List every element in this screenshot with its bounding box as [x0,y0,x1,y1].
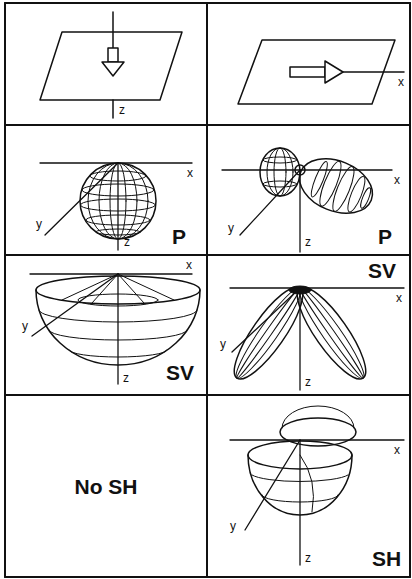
horizontal-force-plane-stroke [290,67,325,77]
p-sphere-vertical-stroke [82,184,154,196]
wave-type-label: P [172,226,186,247]
sv-lobe-left-stroke [230,283,308,383]
axis-label: y [36,218,42,230]
sv-lobe-right-stroke [297,286,365,380]
p-lobes-horizontal-stroke [222,169,392,170]
sh-lobes-horizontal-stroke [300,455,314,512]
sv-bowl-vertical-stroke [49,330,187,340]
sh-lobes-horizontal-stroke [248,455,352,515]
sv-bowl-vertical-stroke [39,310,197,322]
sv-bowl-vertical-stroke [117,274,118,384]
axis-label: z [124,236,130,248]
axis-label: x [187,167,193,179]
p-sphere-vertical-stroke [99,163,137,239]
wave-type-label: SV [166,362,194,383]
axis-label: x [396,292,402,304]
table-grid-stroke [206,3,208,577]
table-grid-stroke [4,3,6,577]
p-sphere-vertical [40,163,192,250]
axis-label: x [398,76,404,88]
sh-lobes-horizontal-stroke [230,439,404,440]
vertical-force-plane-stroke [108,48,118,62]
vertical-force-plane-stroke [112,12,114,48]
sv-lobes-horizontal-stroke [299,288,300,390]
sv-bowl-vertical-stroke [36,290,200,365]
sv-lobe-right-stroke [293,283,371,383]
horizontal-force-plane-stroke [343,71,404,73]
sh-lobes-horizontal-stroke [252,475,348,481]
p-sphere-vertical-stroke [86,215,150,225]
horizontal-force-plane [238,40,404,104]
vertical-force-plane-stroke [102,62,124,76]
axis-label: x [394,174,400,186]
axis-label: x [186,259,192,271]
p-sphere-vertical-stroke [81,199,156,211]
sh-lobes-horizontal-stroke [245,440,300,530]
sv-bowl-vertical-stroke [36,276,200,304]
wave-type-label: SV [368,260,396,281]
p-lobe-front-stroke [316,159,345,208]
p-lobe-front-stroke [308,160,330,198]
vertical-force-plane-stroke [40,32,182,100]
sv-lobes-horizontal-stroke [230,287,404,288]
axis-label: y [230,520,236,532]
p-sphere-vertical-stroke [96,229,140,235]
wave-type-label: No SH [75,476,138,497]
p-lobes-horizontal-stroke [263,181,297,187]
p-lobe-front-stroke [359,187,373,210]
horizontal-force-plane-stroke [325,61,343,83]
p-sphere-vertical-stroke [117,163,118,250]
axis-label: z [119,104,125,116]
axis-label: z [305,552,311,564]
vertical-force-plane-stroke [112,100,114,118]
sv-bowl-vertical [30,274,200,384]
sv-bowl-vertical-stroke [78,294,158,306]
p-lobes-horizontal-stroke [260,148,300,196]
sv-lobes-horizontal [224,279,404,390]
sv-lobe-right [287,279,376,387]
wave-type-label: P [378,226,392,247]
sv-lobe-right-stroke [287,279,376,387]
p-sphere-vertical-stroke [110,163,126,239]
axis-label: y [22,320,28,332]
vertical-force-plane [40,12,182,118]
p-lobe-front-stroke [345,175,369,214]
table-grid-stroke [409,3,411,577]
axis-label: z [123,372,129,384]
sv-bowl-vertical-stroke [30,273,192,274]
p-lobes-horizontal-stroke [240,170,300,235]
sv-lobes-horizontal-stroke [289,286,311,294]
p-lobe-front [291,149,380,224]
axis-label: z [305,376,311,388]
sv-bowl-vertical-stroke [69,350,167,357]
p-lobes-horizontal-stroke [267,148,293,196]
axis-label: y [228,222,234,234]
p-lobe-front-stroke [291,149,380,224]
wave-type-label: SH [372,548,401,569]
p-lobes-horizontal-stroke [263,157,297,163]
p-lobes-horizontal [222,148,392,252]
sh-lobes-horizontal-stroke [282,406,354,428]
table-grid [5,3,410,577]
sh-lobes-horizontal-stroke [262,495,338,502]
p-sphere-vertical-stroke [88,163,148,239]
p-sphere-vertical-stroke [90,171,146,181]
p-lobes-horizontal-stroke [295,165,305,175]
p-sphere-vertical-stroke [80,163,156,239]
p-lobes-horizontal-stroke [274,148,286,196]
sh-lobes-horizontal [230,406,404,565]
sv-lobe-left-stroke [234,286,302,380]
axis-label: y [220,338,226,350]
axis-label: z [305,236,311,248]
axis-label: x [394,444,400,456]
